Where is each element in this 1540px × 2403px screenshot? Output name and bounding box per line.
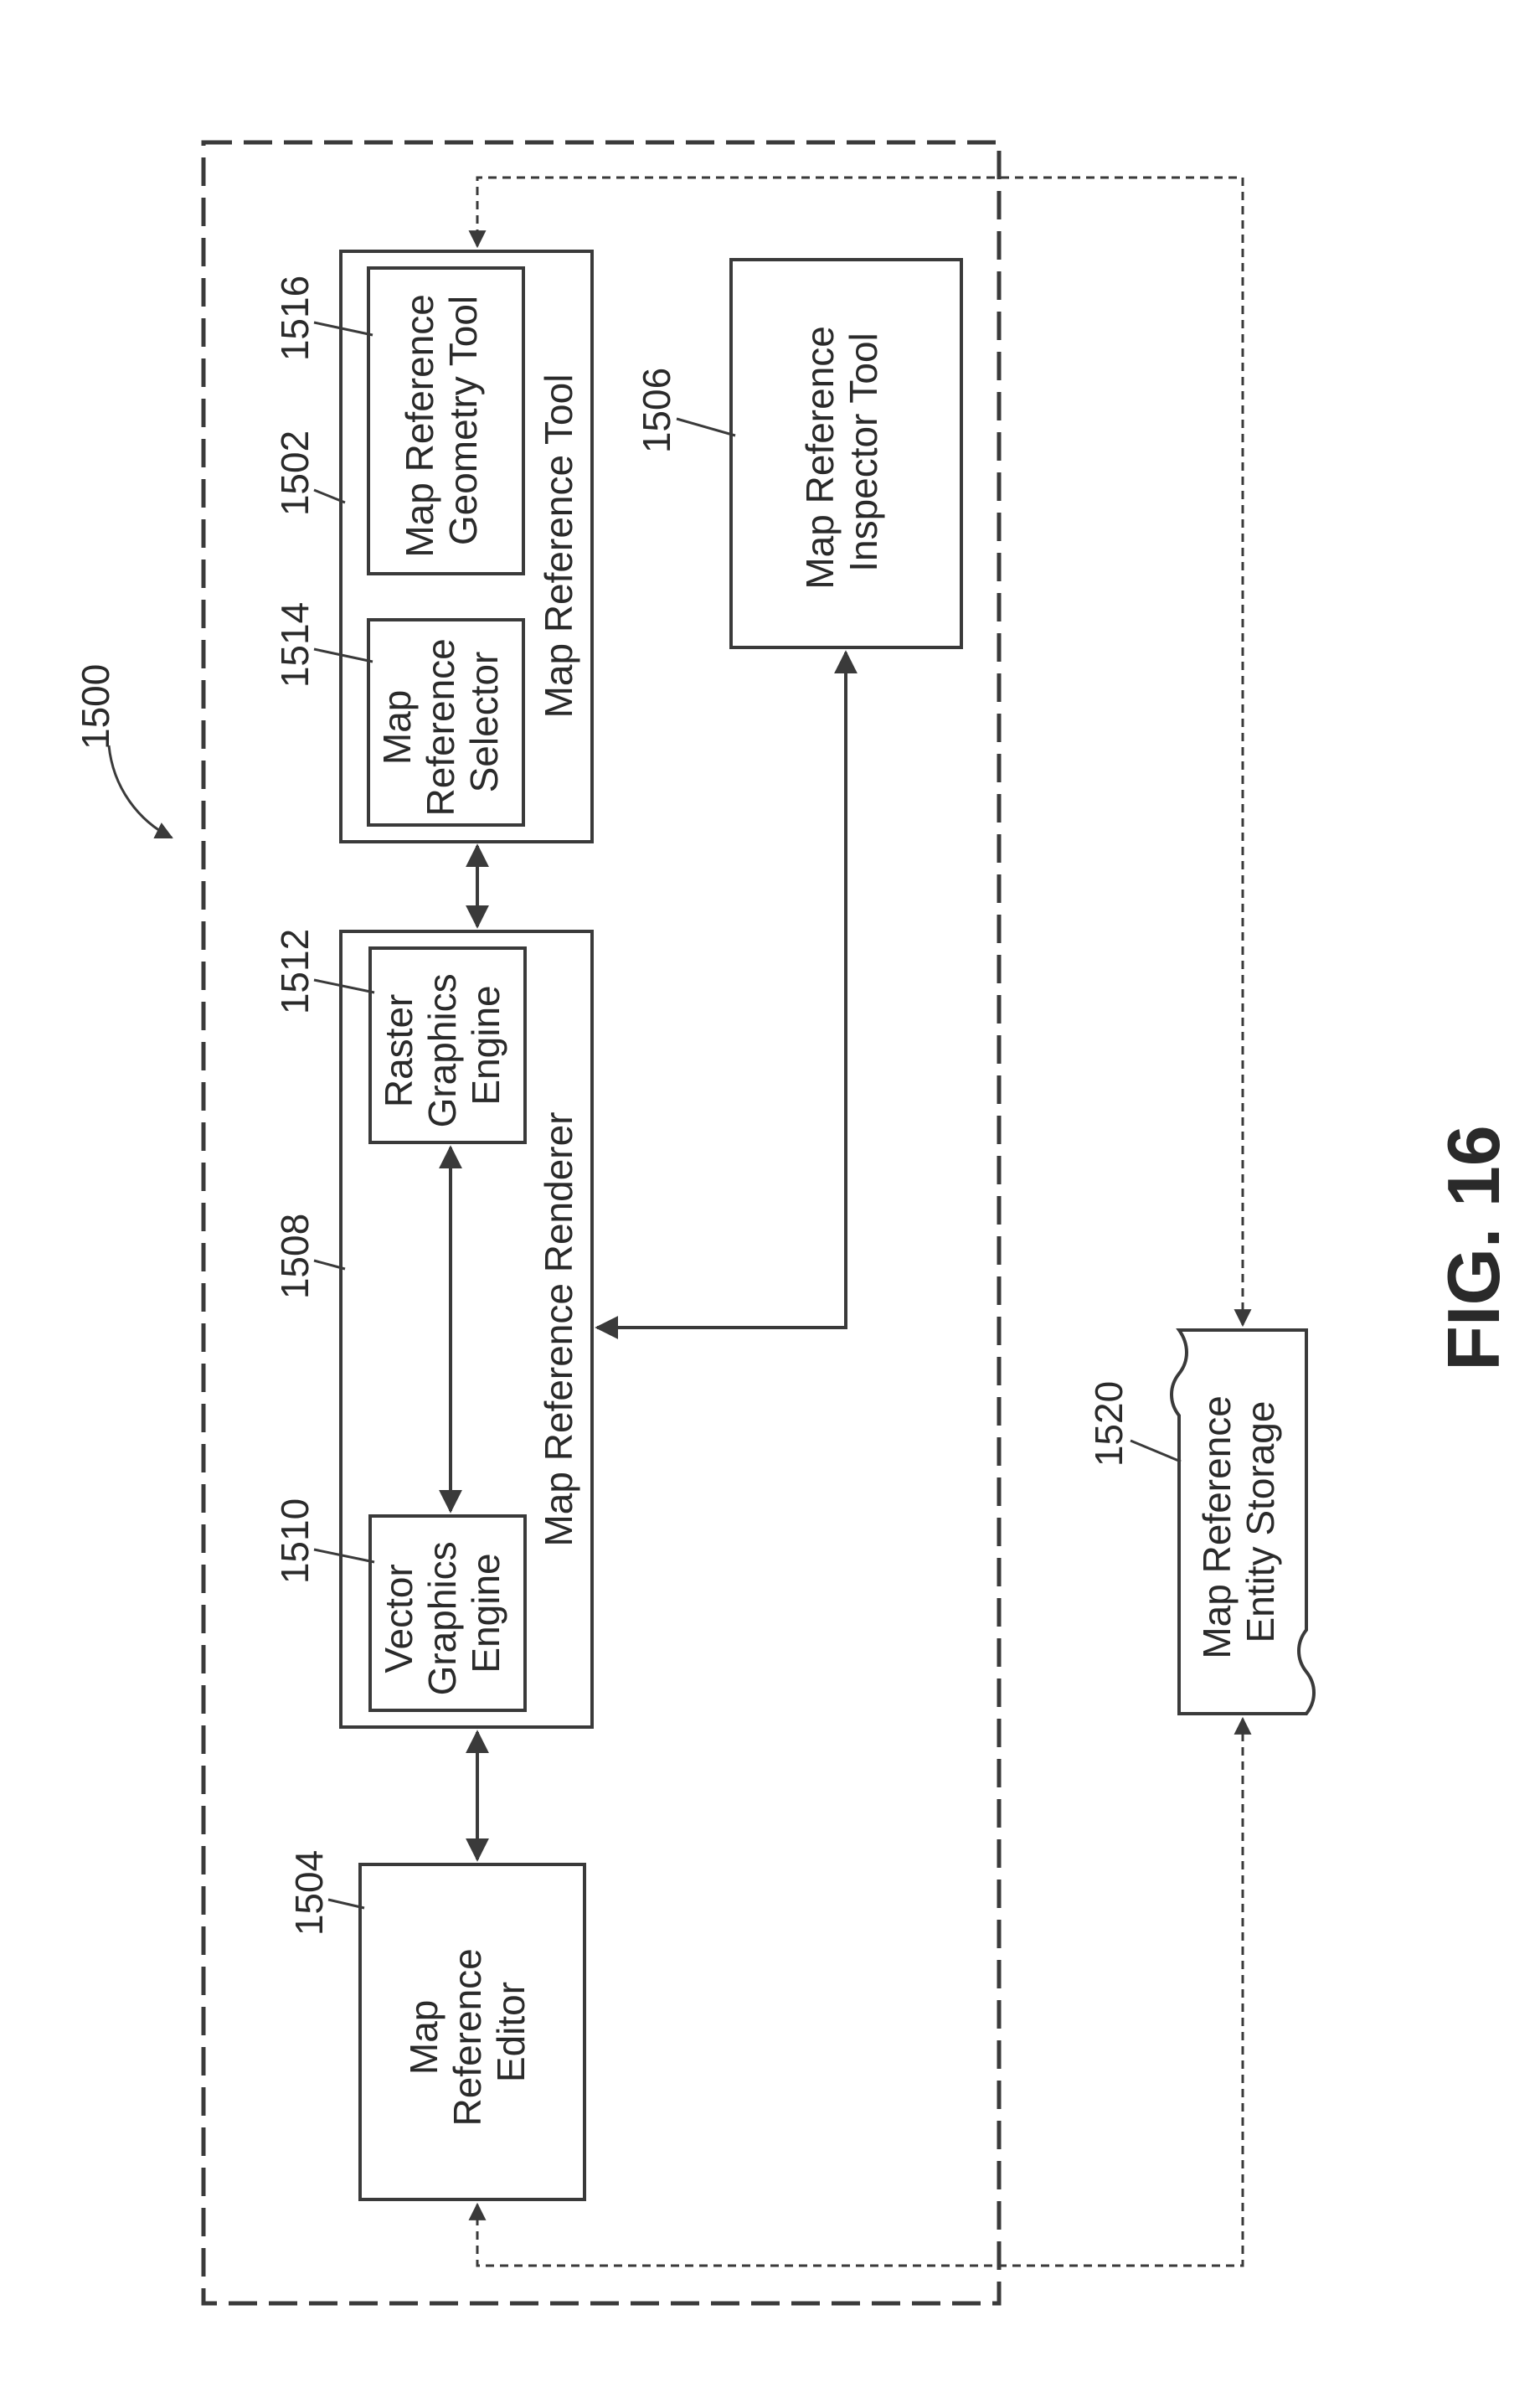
ref-1506-leader [676, 417, 736, 437]
map-reference-entity-storage-label: Map Reference Entity Storage [1195, 1385, 1282, 1658]
ref-1516-leader [313, 321, 373, 337]
map-reference-inspector-tool-label: Map Reference Inspector Tool [798, 315, 885, 589]
ref-1512: 1512 [273, 929, 317, 1014]
ref-1508: 1508 [273, 1214, 317, 1299]
ref-1506: 1506 [635, 368, 678, 453]
vector-graphics-engine-box [368, 1514, 527, 1712]
ref-1520: 1520 [1087, 1381, 1131, 1467]
map-reference-renderer-box [339, 930, 594, 1729]
ref-1520-leader [1130, 1439, 1182, 1463]
map-reference-tool-label: Map Reference Tool [537, 374, 580, 719]
connector-inspector-renderer [595, 650, 858, 1339]
ref-1504: 1504 [287, 1850, 331, 1936]
ref-1508-leader [313, 1259, 346, 1271]
ref-1500-arrow [107, 745, 173, 839]
vector-graphics-engine-label: Vector Graphics Engine [377, 1531, 507, 1696]
ref-1514: 1514 [273, 602, 317, 688]
ref-1504-leader [327, 1898, 365, 1910]
map-reference-renderer-label: Map Reference Renderer [537, 1111, 580, 1546]
ref-1514-leader [313, 647, 373, 663]
raster-graphics-engine-label: Raster Graphics Engine [377, 963, 507, 1128]
ref-1502-leader [313, 488, 346, 504]
storage-connector-bottom [468, 1716, 1252, 2267]
storage-connector-top [468, 176, 1252, 1328]
map-reference-selector-label: Map Reference Selector [375, 627, 506, 816]
ref-1510-leader [313, 1548, 375, 1564]
map-reference-geometry-tool-label: Map Reference Geometry Tool [398, 283, 485, 557]
map-reference-editor-label: Map Reference Editor [402, 1937, 533, 2126]
ref-1512-leader [313, 978, 375, 994]
ref-1502: 1502 [273, 431, 317, 516]
ref-1516: 1516 [273, 276, 317, 361]
ref-1500: 1500 [74, 664, 117, 750]
ref-1510: 1510 [273, 1498, 317, 1584]
figure-label: FIG. 16 [1432, 1125, 1515, 1370]
map-reference-entity-storage-shape [1170, 1328, 1316, 1715]
